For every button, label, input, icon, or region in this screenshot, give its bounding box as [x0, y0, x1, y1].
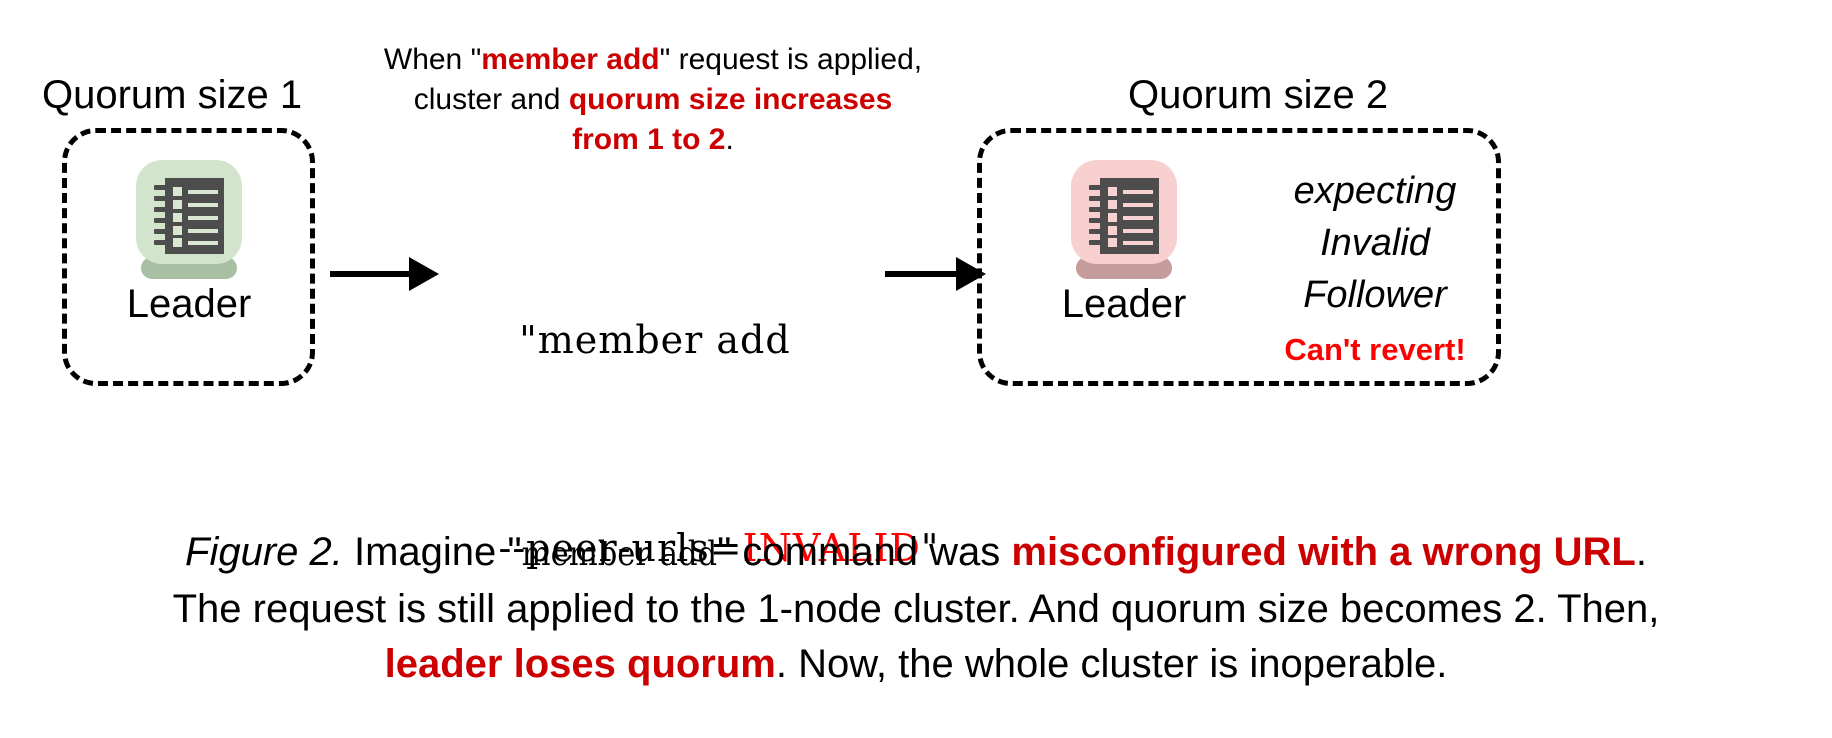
caption-highlight-1: misconfigured with a wrong URL	[1011, 530, 1636, 574]
caption-line-2: The request is still applied to the 1-no…	[172, 587, 1660, 631]
status-line-2: Invalid	[1320, 222, 1430, 264]
left-cluster-box	[62, 128, 315, 386]
status-line-3: Follower	[1303, 274, 1447, 316]
ledger-node-icon	[154, 178, 224, 254]
figure-caption: Figure 2. Imagine "member add" command w…	[0, 525, 1832, 692]
annotation-line-2: cluster and quorum size increases	[413, 83, 893, 116]
arrow-right-icon-left	[330, 257, 439, 291]
annotation-text: When "member add" request is applied, cl…	[353, 40, 953, 160]
right-cluster-box	[977, 128, 1501, 386]
annotation-line-3: from 1 to 2.	[572, 123, 734, 156]
command-line-1: "member add	[519, 318, 791, 362]
cant-revert-warning: Can't revert!	[1284, 332, 1466, 367]
status-line-1: expecting	[1293, 170, 1457, 212]
left-leader-node: Leader	[105, 160, 273, 324]
right-cluster-title: Quorum size 2	[1128, 73, 1389, 117]
annotation-line-2-highlight: quorum size increases	[568, 83, 893, 116]
right-leader-node: Leader	[1040, 160, 1208, 324]
caption-highlight-2: leader loses quorum	[384, 642, 776, 686]
command-line-2: --peer-urls=INVALID"	[498, 526, 940, 570]
ledger-node-icon	[1089, 178, 1159, 254]
command-text: "member add --peer-urls=INVALID"	[420, 210, 940, 730]
right-status-text: expecting Invalid Follower	[1250, 165, 1500, 321]
left-cluster-title: Quorum size 1	[42, 73, 303, 117]
caption-mono-command: member add	[521, 534, 718, 574]
left-node-label: Leader	[126, 282, 252, 326]
command-invalid-token: INVALID	[742, 526, 921, 570]
caption-figure-label: Figure 2.	[185, 530, 343, 574]
caption-line-3: leader loses quorum. Now, the whole clus…	[384, 642, 1448, 686]
annotation-line-1: When "member add" request is applied,	[383, 43, 923, 76]
arrow-right-icon-right	[885, 257, 986, 291]
right-node-tile	[1071, 160, 1177, 279]
left-node-tile	[136, 160, 242, 279]
annotation-line-1-highlight: member add	[481, 43, 660, 76]
caption-line-1: Figure 2. Imagine "member add" command w…	[185, 530, 1647, 574]
annotation-line-3-highlight: from 1 to 2	[572, 123, 726, 156]
right-node-label: Leader	[1061, 282, 1187, 326]
